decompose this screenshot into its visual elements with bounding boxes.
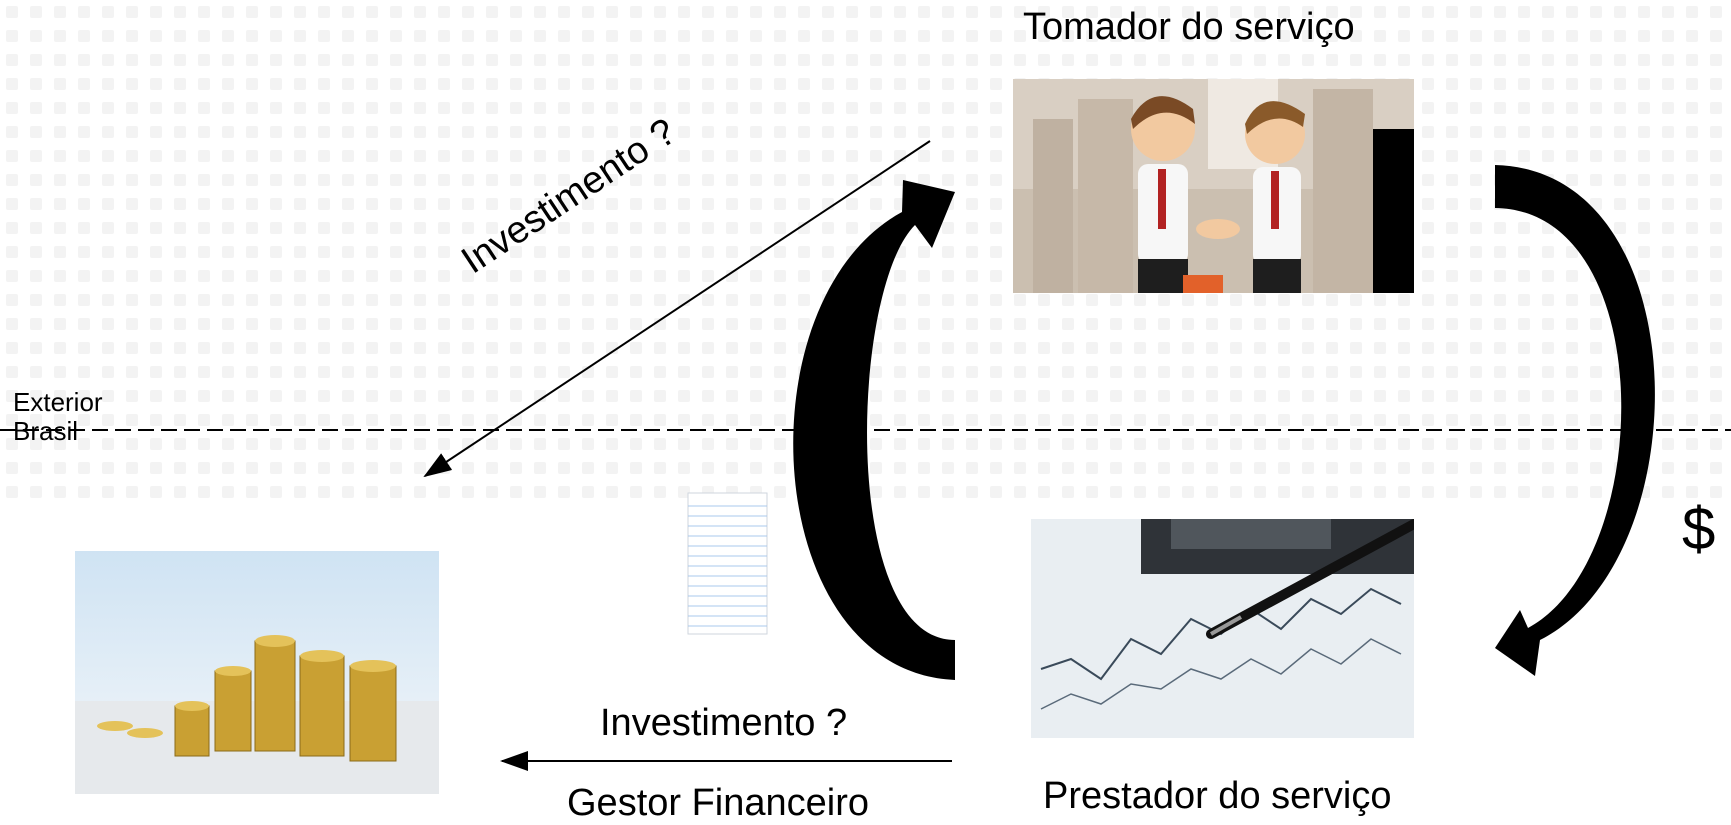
investimento-bottom-label: Investimento ? — [600, 702, 848, 744]
gestor-label: Gestor Financeiro — [567, 782, 870, 824]
tomador-label: Tomador do serviço — [1023, 6, 1355, 48]
exterior-label: Exterior — [13, 387, 103, 417]
prestador-image — [1031, 519, 1414, 738]
gestor-image — [75, 551, 439, 794]
payment-curved-arrow — [1495, 165, 1655, 676]
tomador-image — [1013, 79, 1414, 293]
service-curved-arrow — [793, 180, 955, 680]
brasil-label: Brasil — [13, 416, 79, 446]
prestador-label: Prestador do serviço — [1043, 775, 1392, 817]
currency-symbol: $ — [1682, 495, 1716, 562]
document-icon — [687, 492, 768, 635]
investment-arrow-exterior — [423, 140, 931, 478]
